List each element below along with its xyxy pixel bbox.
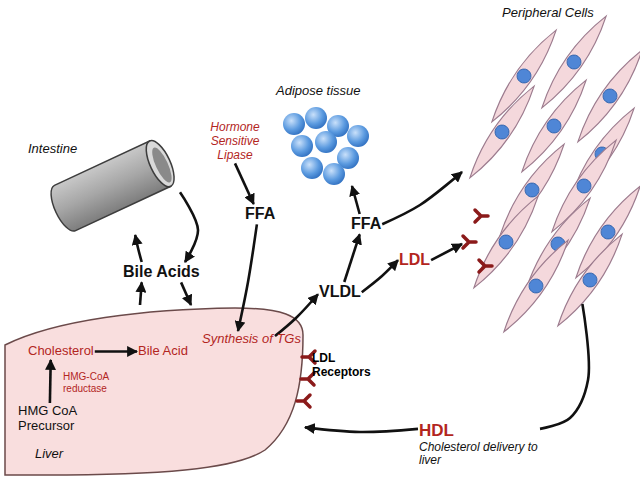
metabolite-label: Bile Acid	[137, 343, 189, 360]
fat-cell	[301, 157, 323, 179]
pathway-arrow	[180, 192, 198, 262]
receptor-label: LDL Receptors	[312, 352, 384, 380]
cell-nucleus	[492, 122, 511, 141]
precursor-label: HMG CoA Precursor	[17, 403, 111, 435]
enzyme-label: Hormone Sensitive Lipase	[200, 120, 270, 163]
cell-body	[551, 229, 629, 330]
receptor-symbol	[463, 236, 476, 248]
node-text: FFA	[351, 215, 381, 233]
node-text: Intestine	[28, 142, 77, 157]
node-text: Adipose tissue	[276, 84, 361, 99]
cell-nucleus	[496, 232, 515, 251]
node-text: FFA	[245, 205, 275, 223]
pathway-arrow	[344, 234, 359, 282]
metabolite-label: Bile Acids	[122, 262, 201, 282]
fat-cell	[283, 113, 305, 135]
receptor-stem	[479, 260, 492, 272]
tube-inside	[148, 145, 175, 185]
cell	[463, 81, 541, 182]
cell	[571, 45, 640, 146]
cell-nucleus	[526, 276, 545, 295]
liver-shape: Liver Cholesterol Bile AcidHMG CoA Precurs…	[5, 305, 305, 475]
node-text: Synthesis of TGs	[202, 332, 274, 347]
lipoprotein-label: HDLCholesterol delivery to liver	[418, 420, 540, 469]
fat-cell	[347, 125, 369, 147]
node-text: Hormone Sensitive Lipase	[201, 121, 269, 162]
pathway-arrow	[352, 186, 360, 214]
liver-outline	[5, 308, 303, 475]
metabolite-label: Cholesterol	[27, 343, 95, 360]
cell-nucleus	[514, 66, 533, 85]
pathway-arrow	[135, 235, 141, 262]
node-text: Liver	[35, 447, 63, 462]
lipoprotein-label: VLDL	[318, 282, 362, 302]
cell-nucleus	[600, 86, 619, 105]
adipose-cluster: Adipose tissue	[272, 84, 372, 186]
node-text: VLDL	[319, 283, 361, 301]
receptor-symbol	[475, 210, 488, 222]
cell-nucleus	[598, 222, 617, 241]
receptor-stem	[475, 210, 488, 222]
cell-nucleus	[544, 116, 563, 135]
adipose-art	[272, 84, 372, 186]
pathway-arrow	[362, 260, 398, 292]
receptor-stem	[463, 236, 476, 248]
node-text: Cholesterol	[28, 344, 94, 359]
cells-art	[462, 4, 634, 304]
receptor-symbol	[479, 260, 492, 272]
receptor-stem	[297, 395, 310, 407]
cell	[551, 229, 629, 330]
intestine-shape: Intestine	[20, 140, 180, 235]
receptor-symbol	[297, 395, 310, 407]
pathway-arrow	[431, 244, 462, 260]
enzyme-label: HMG-CoA reductase	[63, 371, 123, 394]
node-text: Bile Acid	[138, 344, 188, 359]
peripheral-cells: Peripheral Cells	[462, 4, 634, 304]
cell-nucleus	[522, 180, 541, 199]
node-note: Cholesterol delivery to liver	[419, 441, 539, 469]
fat-cell	[323, 163, 345, 185]
cell-body	[571, 45, 640, 146]
pathway-arrow	[540, 304, 589, 429]
node-text: Bile Acids	[123, 263, 200, 281]
fat-cell	[291, 135, 313, 157]
cell-nucleus	[564, 52, 583, 71]
cell-nucleus	[574, 176, 593, 195]
node-text: LDL	[399, 251, 430, 269]
pathway-arrow	[235, 163, 254, 204]
fat-cell	[315, 131, 337, 153]
process-label: Synthesis of TGs	[201, 331, 275, 348]
node-text: Peripheral Cells	[502, 6, 594, 21]
tube-opening	[141, 137, 180, 191]
cell-body	[463, 81, 541, 182]
fat-cell	[305, 107, 327, 129]
pathway-arrow	[140, 282, 142, 305]
pathway-arrow	[181, 282, 191, 305]
metabolite-label: FFA	[350, 214, 382, 234]
lipoprotein-label: LDL	[398, 250, 431, 270]
node-text: HMG CoA Precursor	[18, 404, 110, 434]
pathway-arrow	[305, 427, 418, 432]
cell-nucleus	[580, 270, 599, 289]
pathway-arrow	[382, 172, 462, 224]
metabolite-label: FFA	[244, 204, 276, 224]
node-text: HDL	[419, 421, 539, 441]
